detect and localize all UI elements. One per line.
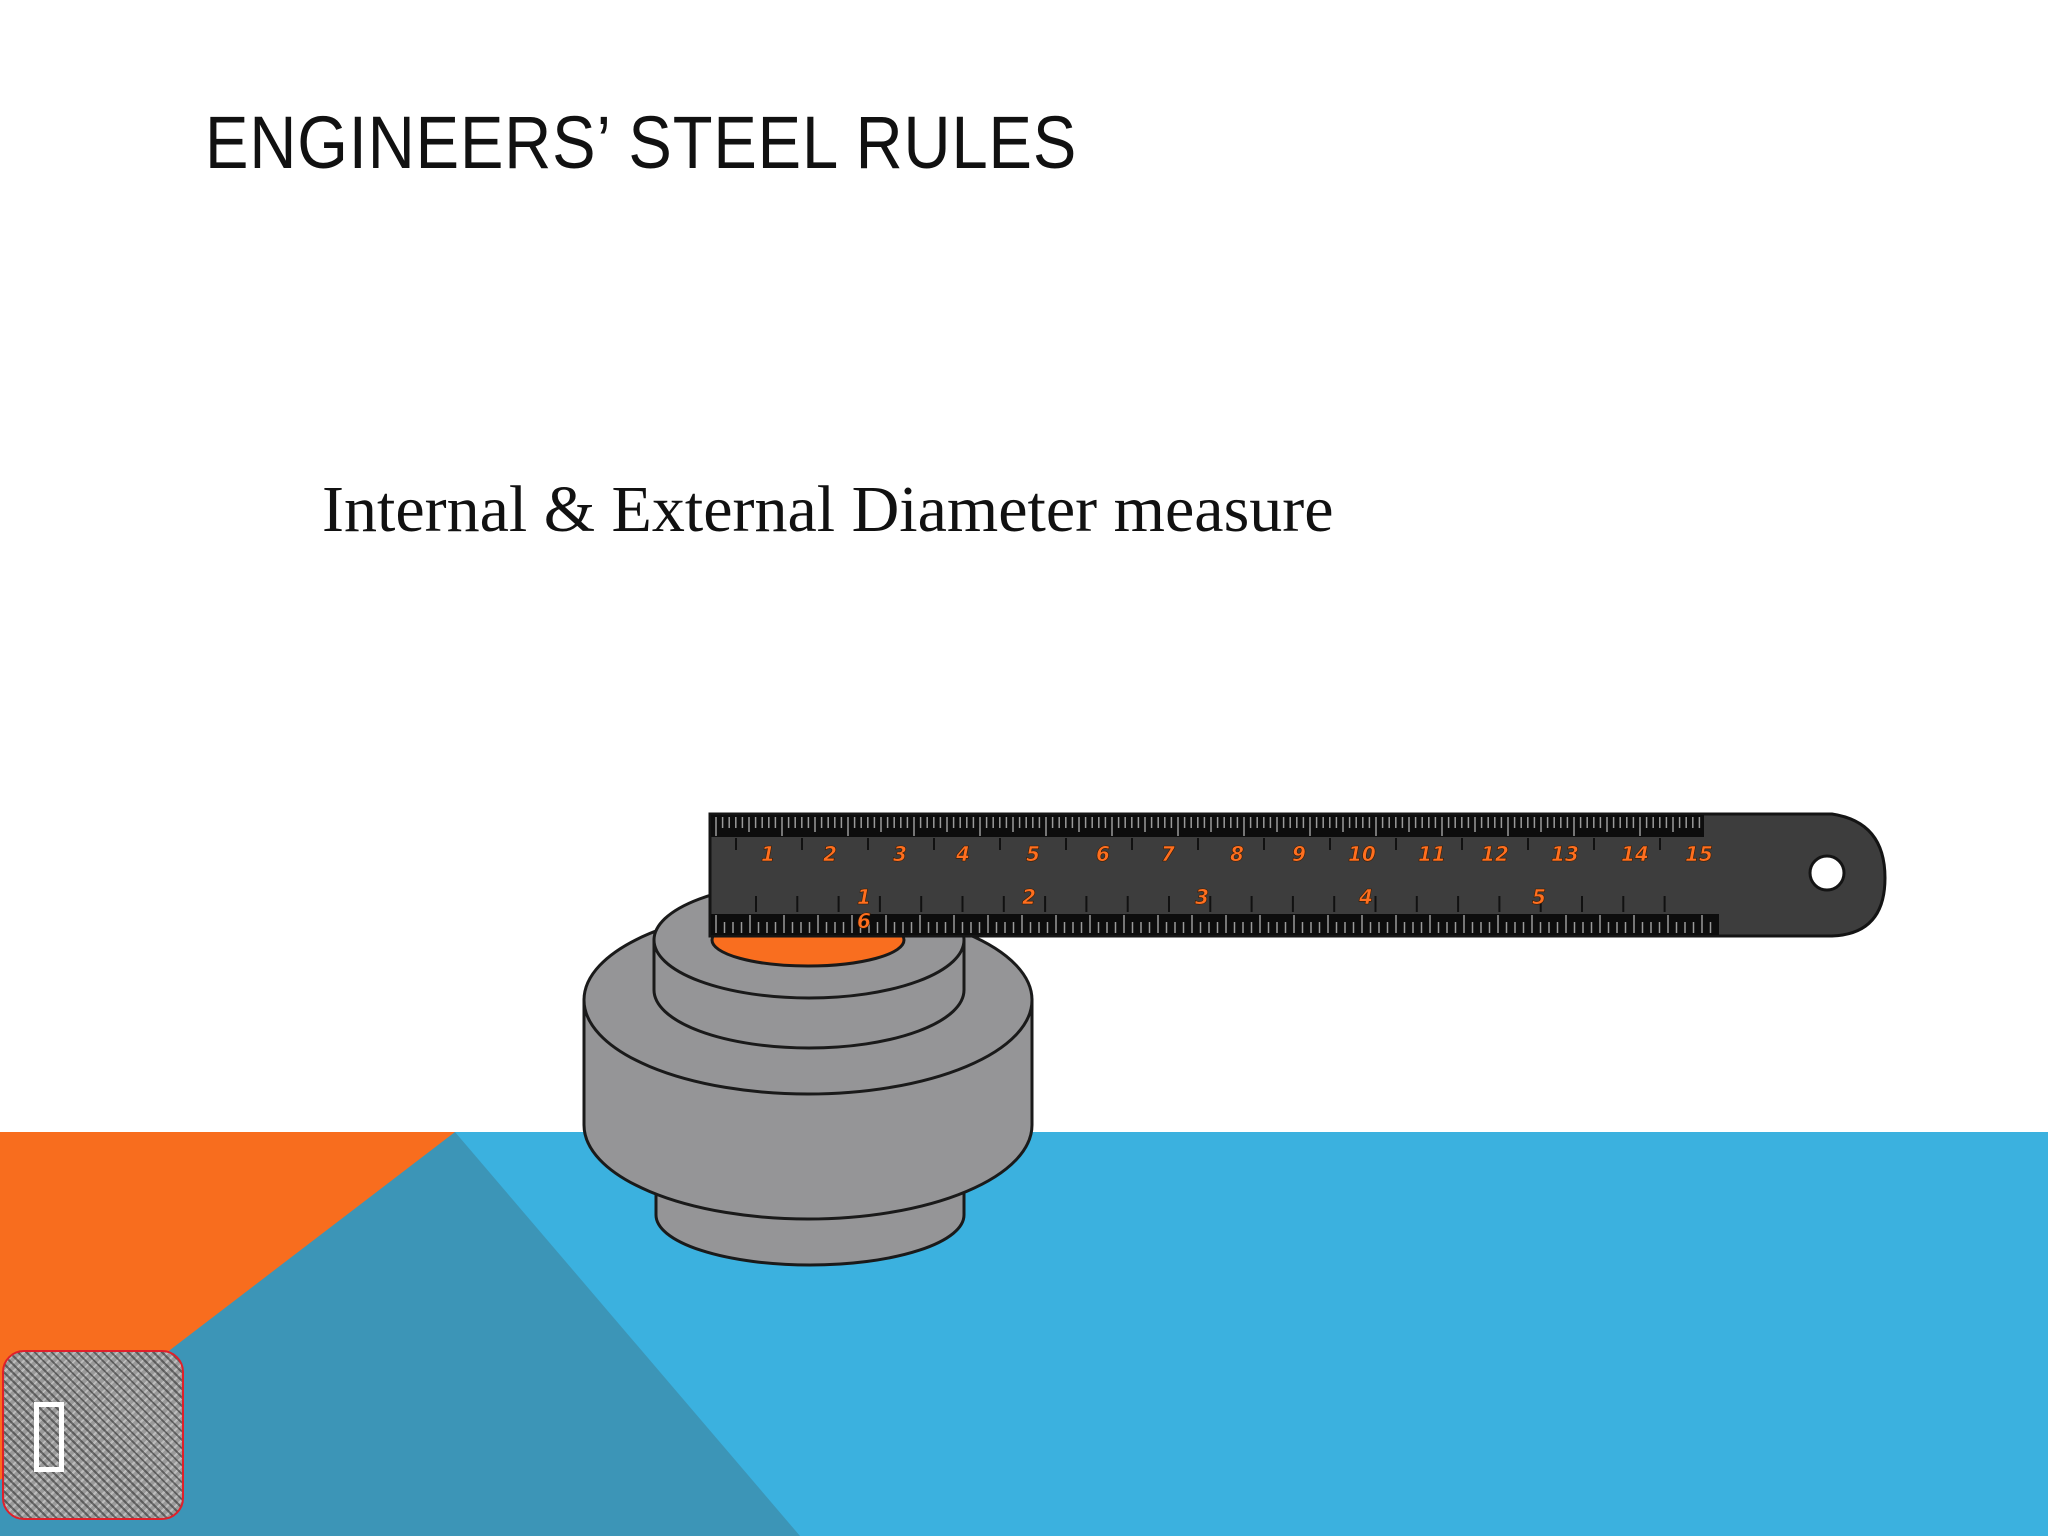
rule-top-number: 11	[1418, 842, 1446, 866]
unknown-glyph-icon	[34, 1402, 64, 1472]
rule-top-number: 12	[1481, 842, 1509, 866]
slide-subtitle: Internal & External Diameter measure	[322, 473, 1334, 546]
steel-rule: 1 2 3 4 5 6 7 8 9 10 11 12 13 14 15 1 6 …	[708, 812, 1887, 938]
rule-bottom-number: 1	[857, 885, 871, 909]
rule-top-scale: 1 2 3 4 5 6 7 8 9 10 11 12 13 14 15	[761, 842, 1713, 867]
rule-hole	[1808, 854, 1846, 892]
rule-top-number: 10	[1348, 842, 1376, 866]
rule-top-number: 6	[1096, 842, 1110, 866]
rule-bottom-number: 3	[1195, 885, 1209, 909]
rule-bottom-number: 2	[1022, 885, 1036, 909]
rule-top-number: 5	[1026, 842, 1040, 866]
rule-mid-ticks	[735, 838, 1666, 912]
rule-top-number: 15	[1685, 842, 1713, 866]
slide-nav-button[interactable]	[2, 1350, 184, 1520]
rule-top-number: 3	[893, 842, 907, 866]
rule-top-number: 13	[1551, 842, 1579, 866]
rule-bottom-number: 5	[1532, 885, 1546, 909]
rule-top-number: 1	[761, 842, 775, 866]
rule-top-ticks	[715, 817, 1701, 836]
rule-bottom-number: 4	[1358, 885, 1373, 909]
rule-top-number: 8	[1230, 842, 1244, 866]
stepped-cylinder	[582, 880, 1034, 1267]
rule-bottom-number: 6	[857, 909, 871, 933]
rule-bottom-ticks	[715, 915, 1712, 933]
rule-top-number: 2	[823, 842, 837, 866]
rule-top-tick-strip	[711, 815, 1704, 837]
rule-top-number: 4	[955, 842, 970, 866]
slide-title: ENGINEERS’ STEEL RULES	[205, 101, 1078, 184]
rule-top-number: 14	[1621, 842, 1649, 866]
rule-top-number: 9	[1292, 842, 1306, 866]
rule-top-number: 7	[1161, 842, 1175, 866]
rule-bottom-scale: 1 6 2 3 4 5	[857, 885, 1547, 934]
